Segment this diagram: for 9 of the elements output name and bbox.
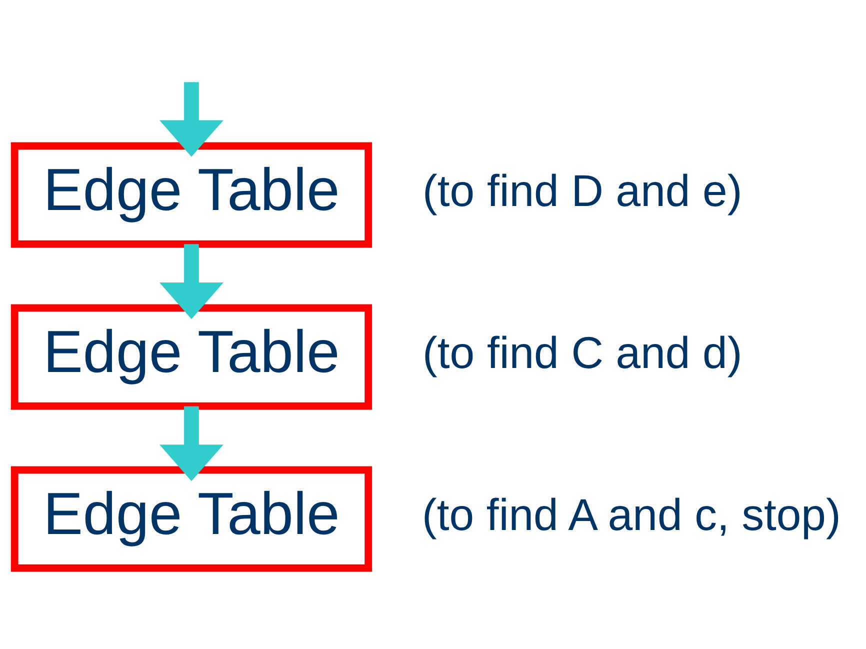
node-label: (to find C and d): [422, 329, 742, 378]
node-label: (to find A and c, stop): [422, 491, 841, 540]
arrow: [159, 244, 224, 320]
node-box: Edge Table: [10, 466, 372, 572]
arrow: [159, 82, 224, 157]
arrow: [159, 406, 224, 482]
node-box: Edge Table: [10, 304, 372, 410]
node-label: (to find D and e): [422, 167, 742, 216]
node-box: Edge Table: [10, 142, 372, 248]
